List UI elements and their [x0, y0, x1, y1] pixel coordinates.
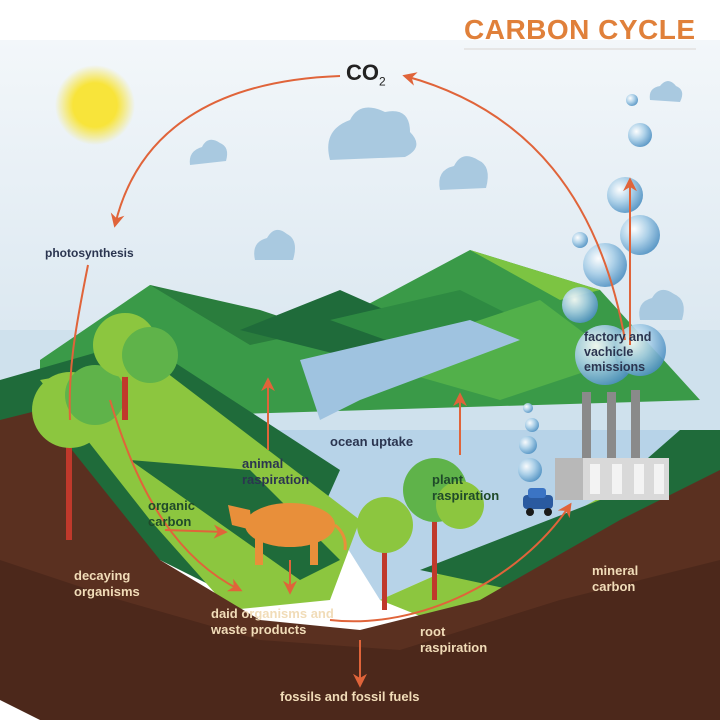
- label-ocean-uptake: ocean uptake: [330, 434, 414, 449]
- tree-icon: [32, 313, 178, 540]
- car-icon: [523, 488, 553, 516]
- arrow-emissions-to-co2: [402, 72, 626, 341]
- cloud-icon: [189, 81, 684, 320]
- label-mineral-carbon: mineral carbon: [592, 563, 639, 594]
- label-factory-emissions: factory and vachicle emissions: [584, 330, 652, 374]
- cow-icon: [228, 503, 347, 565]
- page-title: CARBON CYCLE: [464, 14, 696, 50]
- arrow-root-to-factory: [329, 502, 572, 623]
- label-decaying-organisms: decaying organisms: [74, 568, 140, 599]
- label-plant-respiration: plant raspiration: [432, 472, 500, 503]
- flow-arrows: [68, 72, 637, 688]
- tree-icon: [357, 458, 484, 610]
- label-animal-respiration: animal raspiration: [242, 456, 310, 487]
- arrow-organic-carbon: [164, 524, 228, 539]
- factory-icon: [555, 390, 669, 500]
- sun-icon: [55, 65, 135, 145]
- river: [300, 320, 520, 420]
- soil: [0, 410, 720, 720]
- label-fossils: fossils and fossil fuels: [280, 689, 420, 704]
- arrow-co2-to-photosynthesis: [110, 75, 341, 228]
- arrow-decay: [109, 399, 243, 592]
- label-root-respiration: root raspiration: [420, 624, 488, 655]
- label-photosynthesis: photosynthesis: [45, 246, 134, 260]
- label-dead-organisms: daid organisms and waste products: [211, 606, 334, 637]
- label-organic-carbon: organic carbon: [148, 498, 195, 529]
- co2-label: CO2: [346, 60, 386, 89]
